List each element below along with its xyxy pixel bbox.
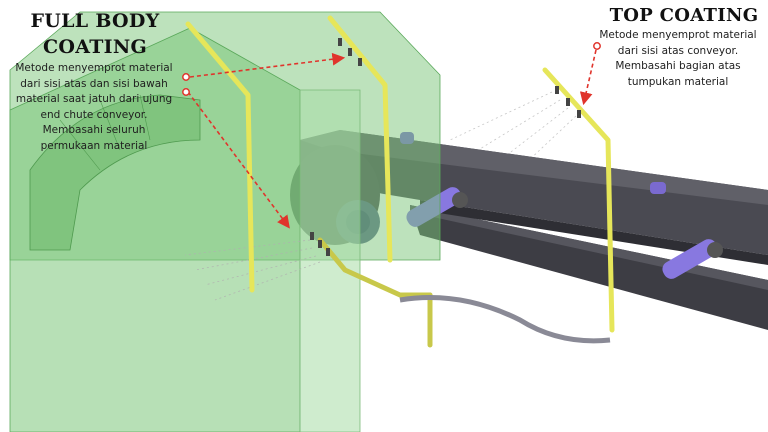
full-body-title-line1: FULL BODY <box>30 10 160 32</box>
bottom-spray-mist <box>184 239 321 301</box>
full-body-title-line2: COATING <box>42 36 148 58</box>
top-desc-line: Metode menyemprot material <box>599 29 757 41</box>
top-desc-line: dari sisi atas conveyor. <box>617 44 739 57</box>
full-body-desc-line: material saat jatuh dari ujung <box>15 93 173 105</box>
full-body-title: FULL BODY COATING <box>20 8 170 60</box>
full-body-desc-line: Metode menyemprot material <box>15 62 173 74</box>
spray-pipes <box>185 15 615 348</box>
top-desc-line: tumpukan material <box>627 75 729 88</box>
nozzles <box>310 38 581 256</box>
full-body-description: Metode menyemprot material dari sisi ata… <box>4 61 184 154</box>
top-desc-line: Membasahi bagian atas <box>615 60 741 72</box>
full-body-desc-line: end chute conveyor. <box>40 108 148 121</box>
full-body-desc-line: permukaan material <box>40 139 148 152</box>
top-coating-description: Metode menyemprot material dari sisi ata… <box>592 28 764 90</box>
pointer-dots <box>182 42 601 96</box>
transfer-chute <box>9 11 441 432</box>
full-body-desc-line: dari sisi atas dan sisi bawah <box>20 77 168 90</box>
full-body-desc-line: Membasahi seluruh <box>42 124 146 136</box>
pointer-arrows <box>187 49 597 229</box>
top-coating-title: TOP COATING <box>609 5 759 26</box>
supply-hose <box>399 295 611 344</box>
